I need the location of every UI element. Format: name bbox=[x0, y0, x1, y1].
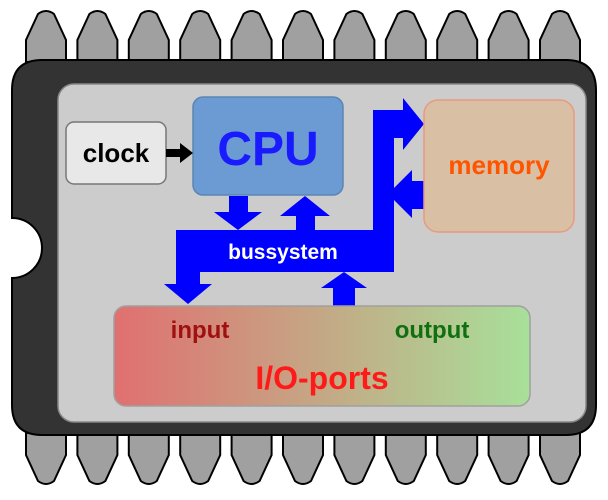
pin-bottom-5 bbox=[230, 432, 273, 485]
pin-top-7 bbox=[333, 10, 376, 63]
bus-arrow-to-memory bbox=[373, 98, 424, 150]
bus-label: bussystem bbox=[228, 241, 338, 264]
pin-bottom-7 bbox=[333, 432, 376, 485]
pin-bottom-10 bbox=[487, 432, 530, 485]
pin-top-9 bbox=[436, 10, 479, 63]
pin-top-4 bbox=[179, 10, 222, 63]
io-input-label: input bbox=[171, 317, 230, 344]
pin-bottom-4 bbox=[179, 432, 222, 485]
pin-top-2 bbox=[76, 10, 119, 63]
clock-label: clock bbox=[83, 138, 150, 168]
bus-main-bar bbox=[176, 230, 394, 272]
bus-arrow-to-input bbox=[164, 284, 212, 304]
bus-arrow-from-output bbox=[321, 272, 367, 306]
pin-top-5 bbox=[230, 10, 273, 63]
pin-top-1 bbox=[25, 10, 67, 63]
pin-top-8 bbox=[384, 10, 427, 63]
pins-bottom bbox=[25, 432, 581, 485]
memory-box bbox=[423, 99, 575, 233]
pin-bottom-3 bbox=[127, 432, 170, 485]
bus-system bbox=[164, 98, 424, 306]
io-ports-box bbox=[113, 305, 531, 407]
memory-label: memory bbox=[448, 150, 550, 180]
bus-arrow-from-memory bbox=[394, 170, 424, 218]
pin-bottom-6 bbox=[282, 432, 324, 485]
pin-top-3 bbox=[127, 10, 170, 63]
pin-top-11 bbox=[539, 10, 581, 63]
pins-top bbox=[25, 10, 581, 63]
bus-left-drop bbox=[176, 230, 200, 284]
clock-to-cpu-arrow bbox=[166, 143, 193, 163]
bus-arrow-cpu-up bbox=[280, 196, 330, 230]
io-output-label: output bbox=[395, 317, 470, 344]
pin-bottom-9 bbox=[436, 432, 479, 485]
bus-arrow-cpu-down bbox=[214, 196, 262, 230]
cpu-label: CPU bbox=[217, 123, 318, 176]
pin-top-10 bbox=[487, 10, 530, 63]
pin-bottom-1 bbox=[25, 432, 67, 485]
cpu-box bbox=[192, 96, 344, 196]
pin-bottom-2 bbox=[76, 432, 119, 485]
pin-bottom-8 bbox=[384, 432, 427, 485]
bus-riser bbox=[373, 118, 394, 272]
io-title: I/O-ports bbox=[255, 360, 388, 396]
pin-top-6 bbox=[282, 10, 324, 63]
pin-bottom-11 bbox=[539, 432, 581, 485]
